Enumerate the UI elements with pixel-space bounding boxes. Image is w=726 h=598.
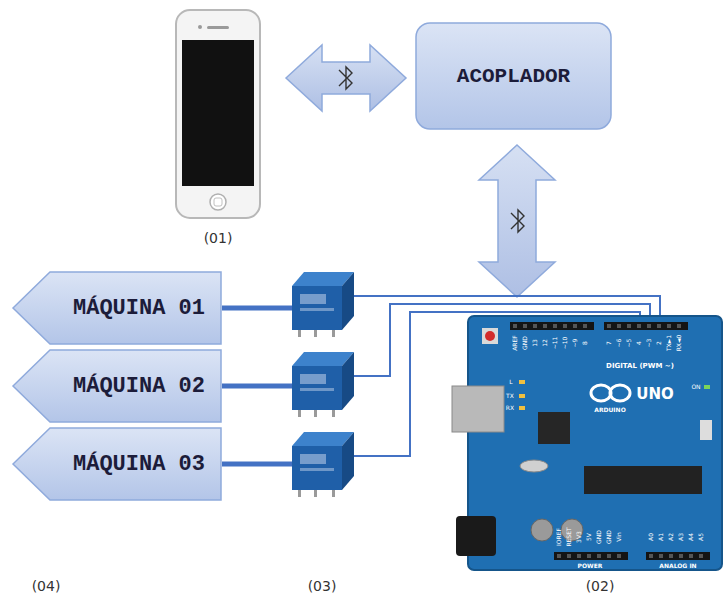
pin-label: ~3 [646, 339, 652, 348]
board-text: DIGITAL (PWM ~) [606, 363, 674, 370]
callout-number: (03) [308, 579, 337, 593]
pin-label: A1 [658, 533, 664, 541]
machine-arrow: MÁQUINA 01 [12, 271, 222, 345]
pin-label: 8 [582, 341, 588, 345]
pin-label: ~5 [626, 339, 632, 348]
pin-label: ~9 [572, 339, 578, 348]
board-logo: UNO [636, 387, 674, 402]
node-label: ACOPLADOR [457, 65, 570, 88]
callout-number: (02) [586, 579, 615, 593]
pin-label: ~11 [552, 337, 558, 350]
pin-label: 7 [606, 341, 612, 345]
machine-arrow: MÁQUINA 02 [12, 349, 222, 423]
pin-label: A0 [648, 533, 654, 541]
pin-label: 12 [542, 339, 548, 347]
pin-label: A4 [688, 533, 694, 541]
board-text: ANALOG IN [659, 563, 696, 569]
node-label: MÁQUINA 01 [73, 296, 205, 321]
led-label: TX [506, 393, 514, 399]
pin-label: ~6 [616, 339, 622, 348]
callout-number: (01) [204, 231, 233, 245]
header-pins [513, 324, 703, 558]
pin-label: RESET [566, 527, 572, 546]
pin-label: ~10 [562, 337, 568, 350]
coupler-box: ACOPLADOR [415, 22, 612, 130]
smartphone [176, 10, 260, 218]
relay-symbol [292, 272, 354, 337]
pin-label: 3V3 [576, 531, 582, 543]
led-label: ON [691, 384, 700, 390]
pin-label: AREF [512, 335, 518, 351]
pin-label: A2 [668, 533, 674, 541]
pin-label: 2 [656, 341, 662, 345]
pin-label: 4 [636, 341, 642, 345]
led-label: L [509, 379, 512, 385]
pin-label: A3 [678, 533, 684, 541]
pin-label: TX►1 [666, 335, 672, 351]
pin-label: IOREF [556, 528, 562, 546]
relay-symbol [292, 352, 354, 417]
pin-label: A5 [698, 533, 704, 541]
relay [292, 272, 354, 497]
arduino-board [452, 316, 722, 570]
pin-label: RX◄0 [676, 335, 682, 352]
node-label: MÁQUINA 03 [73, 452, 205, 477]
pin-label: Vin [616, 532, 622, 541]
pin-label: GND [606, 530, 612, 544]
callout-number: (04) [32, 579, 61, 593]
led-label: RX [506, 405, 514, 411]
pin-label: 5V [586, 533, 592, 541]
node-label: MÁQUINA 02 [73, 374, 205, 399]
pin-label: GND [596, 530, 602, 544]
machine-arrow: MÁQUINA 03 [12, 427, 222, 501]
pin-label: GND [522, 336, 528, 350]
board-logo: ARDUINO [594, 407, 625, 413]
board-text: POWER [578, 563, 603, 569]
pin-label: 13 [532, 339, 538, 347]
relay-symbol [292, 432, 354, 497]
machine-wire [222, 308, 292, 464]
